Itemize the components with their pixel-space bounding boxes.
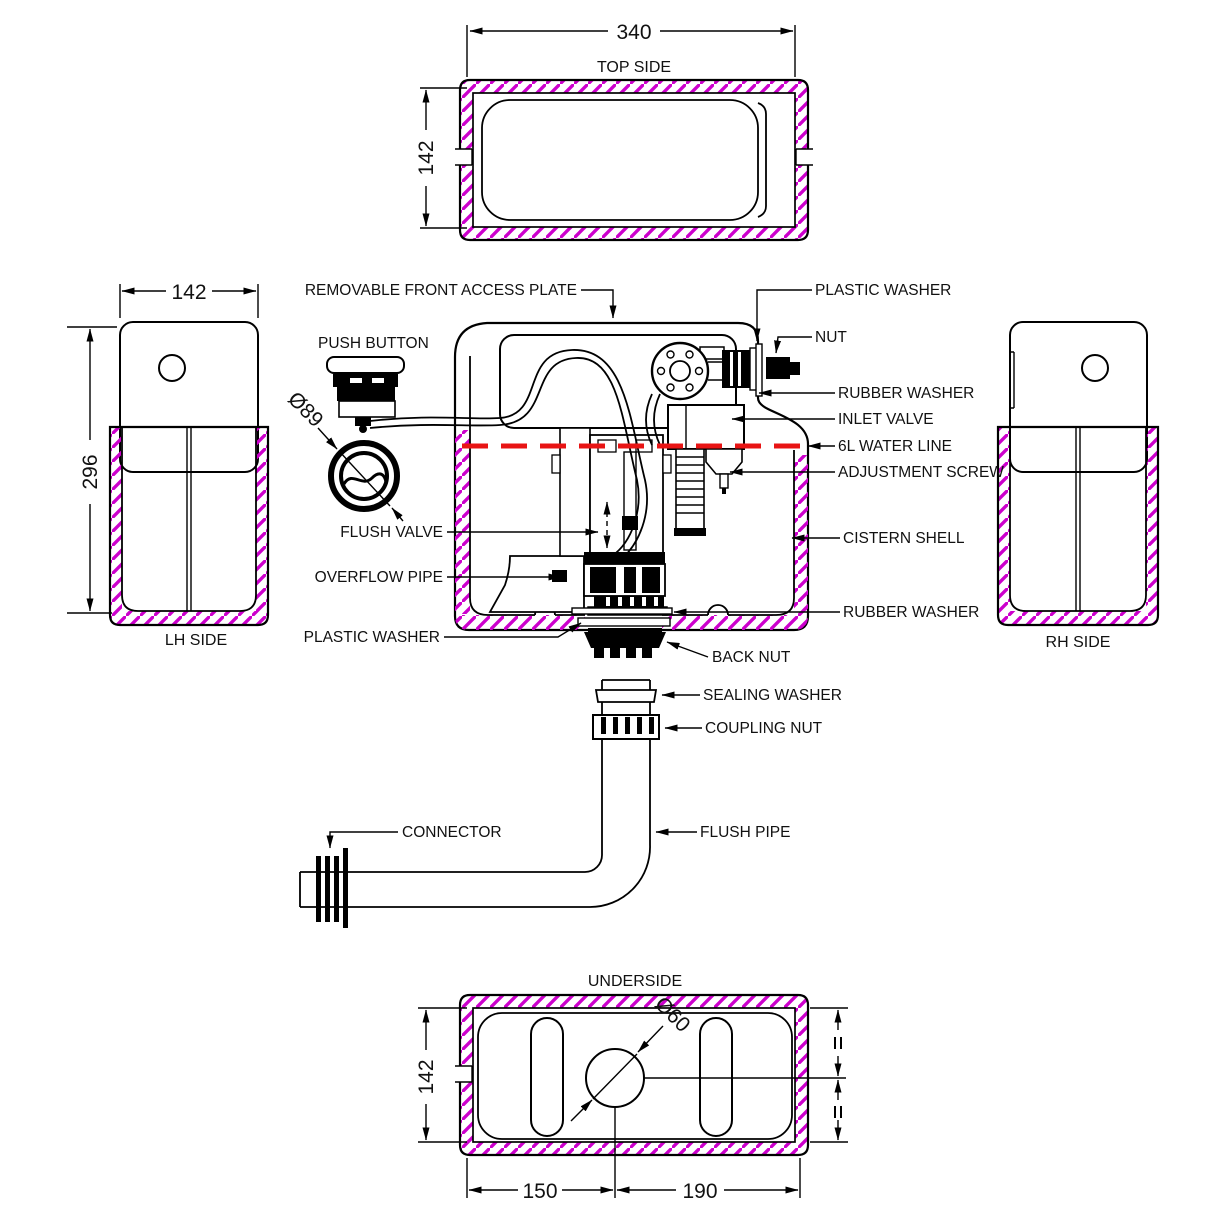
underside-slot-left	[530, 1017, 564, 1137]
dim-lh-width: 142	[171, 281, 206, 304]
label-back-nut: BACK NUT	[712, 649, 791, 666]
underside-title: UNDERSIDE	[588, 973, 682, 990]
label-coupling-nut: COUPLING NUT	[705, 720, 823, 737]
label-cistern-shell: CISTERN SHELL	[843, 530, 965, 547]
label-nut: NUT	[815, 329, 847, 346]
lh-side-title: LH SIDE	[165, 632, 227, 649]
label-overflow-pipe: OVERFLOW PIPE	[315, 569, 443, 586]
underside-hatched-wall	[460, 995, 808, 1155]
label-sealing-washer: SEALING WASHER	[703, 687, 842, 704]
label-flush-valve: FLUSH VALVE	[340, 524, 443, 541]
underside-equal-dim	[810, 1007, 848, 1143]
dim-button-diameter: Ø89	[283, 387, 327, 431]
front-view-labels: REMOVABLE FRONT ACCESS PLATE PUSH BUTTON…	[304, 282, 1005, 666]
label-rubber-washer-bottom: RUBBER WASHER	[843, 604, 979, 621]
dim-underside-depth: 142	[415, 1059, 438, 1094]
lh-mounting-tab	[119, 321, 259, 473]
label-removable-front-access-plate: REMOVABLE FRONT ACCESS PLATE	[305, 282, 577, 299]
top-side-view: 340 142 TOP SIDE	[415, 21, 813, 242]
label-plastic-washer-top: PLASTIC WASHER	[815, 282, 951, 299]
dim-outlet-right: 190	[682, 1180, 717, 1203]
button-cable-tube-2	[369, 357, 640, 557]
front-right-wall-hatch	[794, 455, 808, 615]
front-view: Ø89 REMOVABLE FRONT ACCESS PLATE PUSH BU…	[283, 282, 1004, 666]
lh-fixing-hole	[158, 354, 186, 382]
plastic-washer-bottom-part	[577, 617, 671, 627]
dim-lh-height: 296	[79, 454, 102, 489]
label-adjustment-screw: ADJUSTMENT SCREW	[838, 464, 1004, 481]
front-bottom-right-hatch	[662, 615, 808, 630]
label-plastic-washer-bottom: PLASTIC WASHER	[304, 629, 440, 646]
flush-pipe-assembly: SEALING WASHER COUPLING NUT CONNECTOR FL…	[299, 679, 842, 928]
dim-top-depth: 142	[415, 140, 438, 175]
label-rubber-washer-top: RUBBER WASHER	[838, 385, 974, 402]
front-left-wall-hatch	[455, 430, 470, 614]
flush-valve-assembly	[551, 427, 672, 616]
rubber-washer-top-part	[755, 343, 763, 397]
rh-mounting-tab	[1009, 321, 1148, 473]
coupling-nut-part	[592, 714, 660, 740]
connector-part	[316, 848, 348, 928]
top-side-hatched-wall	[460, 80, 808, 240]
push-button-part	[326, 356, 405, 433]
underside-slot-right	[699, 1017, 733, 1137]
label-connector: CONNECTOR	[402, 824, 502, 841]
front-bottom-left-hatch	[455, 615, 585, 630]
label-inlet-valve: INLET VALVE	[838, 411, 934, 428]
button-cable-tube-1	[369, 349, 648, 563]
rh-side-view: RH SIDE	[996, 321, 1160, 651]
rh-fixing-hole	[1081, 354, 1109, 382]
dim-top-width: 340	[616, 21, 651, 44]
label-water-line: 6L WATER LINE	[838, 438, 952, 455]
sealing-washer-part	[594, 689, 658, 703]
label-push-button: PUSH BUTTON	[318, 335, 429, 352]
rubber-washer-bottom-part	[571, 607, 673, 615]
inlet-valve-assembly	[645, 341, 800, 536]
dim-outlet-left: 150	[522, 1180, 557, 1203]
label-flush-pipe: FLUSH PIPE	[700, 824, 790, 841]
rh-side-title: RH SIDE	[1046, 634, 1111, 651]
top-side-cavity	[481, 99, 759, 221]
inlet-valve-body	[667, 404, 745, 450]
back-nut-part	[584, 628, 666, 658]
flush-pipe-part	[299, 739, 651, 908]
top-side-title: TOP SIDE	[597, 59, 671, 76]
underside-view: UNDERSIDE Ø60 142 150 190	[415, 973, 848, 1203]
nut-part	[766, 357, 790, 379]
underside-outlet-hole	[585, 1048, 645, 1108]
underside-cavity	[477, 1012, 793, 1140]
lh-side-view: 142 296 LH SIDE	[67, 281, 270, 649]
